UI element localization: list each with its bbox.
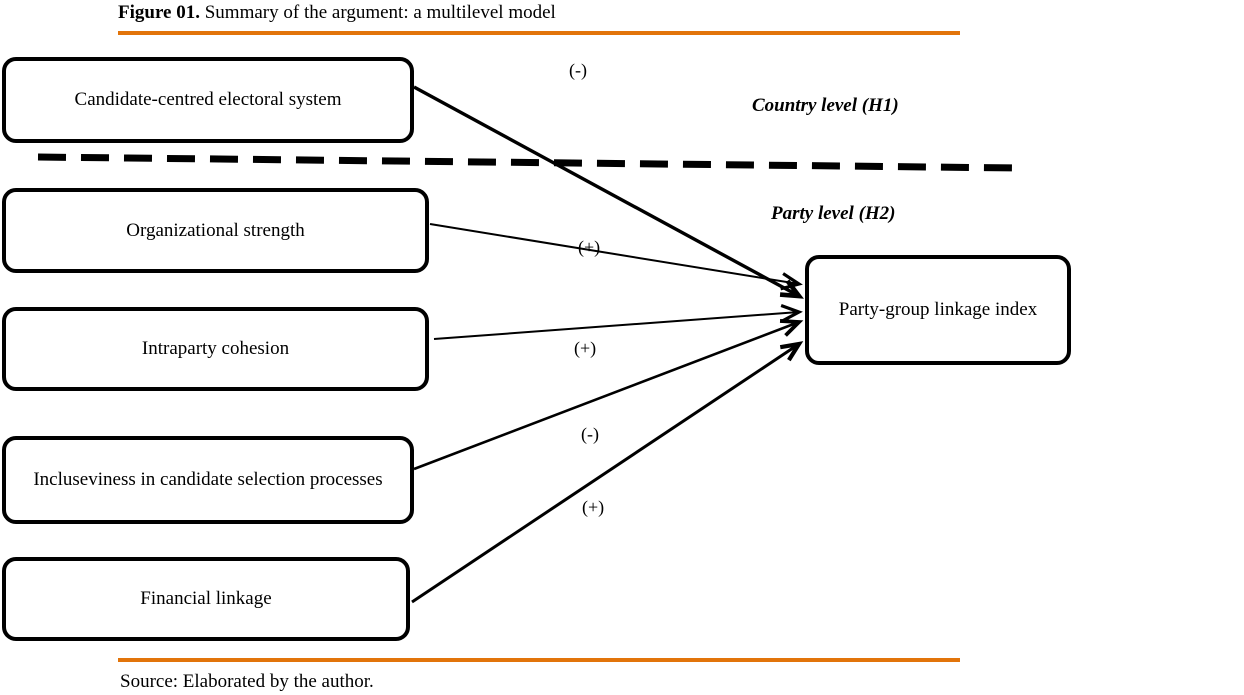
node-incluseviness-in-candidate-selection-processes[interactable]: Incluseviness in candidate selection pro…	[2, 436, 414, 524]
node-party-group-linkage-index[interactable]: Party-group linkage index	[805, 255, 1071, 365]
sign-label-edge-inclusiveness-to-index: (-)	[581, 424, 599, 444]
level-label-party-level: Party level (H2)	[771, 203, 896, 224]
figure-title: Figure 01. Summary of the argument: a mu…	[118, 2, 556, 24]
edge-orgstrength-to-index	[429, 223, 803, 291]
node-label: Incluseviness in candidate selection pro…	[33, 469, 383, 491]
edge-cohesion-to-index	[433, 304, 803, 340]
sign-label-edge-cohesion-to-index: (+)	[574, 338, 597, 358]
figure-caption: Summary of the argument: a multilevel mo…	[199, 2, 556, 23]
node-candidate-centred-electoral-system[interactable]: Candidate-centred electoral system	[2, 57, 414, 143]
sign-label-edge-financial-to-index: (+)	[582, 497, 605, 517]
node-label: Intraparty cohesion	[141, 338, 290, 360]
node-financial-linkage[interactable]: Financial linkage	[2, 557, 410, 641]
node-intraparty-cohesion[interactable]: Intraparty cohesion	[2, 307, 429, 391]
edge-financial-to-index	[411, 341, 804, 604]
figure-source: Source: Elaborated by the author.	[120, 671, 374, 692]
level-divider	[37, 153, 1019, 172]
node-label: Candidate-centred electoral system	[74, 89, 342, 111]
node-label: Financial linkage	[140, 588, 272, 610]
title-rule	[118, 31, 960, 35]
node-label: Organizational strength	[126, 219, 305, 241]
node-label: Party-group linkage index	[838, 299, 1038, 321]
node-organizational-strength[interactable]: Organizational strength	[2, 188, 429, 273]
source-rule	[118, 658, 960, 662]
sign-label-edge-orgstrength-to-index: (+)	[578, 237, 601, 257]
edge-electoral-to-index	[413, 85, 804, 299]
sign-label-edge-electoral-to-index: (-)	[569, 60, 587, 80]
level-label-country-level: Country level (H1)	[752, 95, 899, 116]
edge-inclusiveness-to-index	[413, 319, 804, 471]
figure-label: Figure 01.	[118, 2, 200, 23]
